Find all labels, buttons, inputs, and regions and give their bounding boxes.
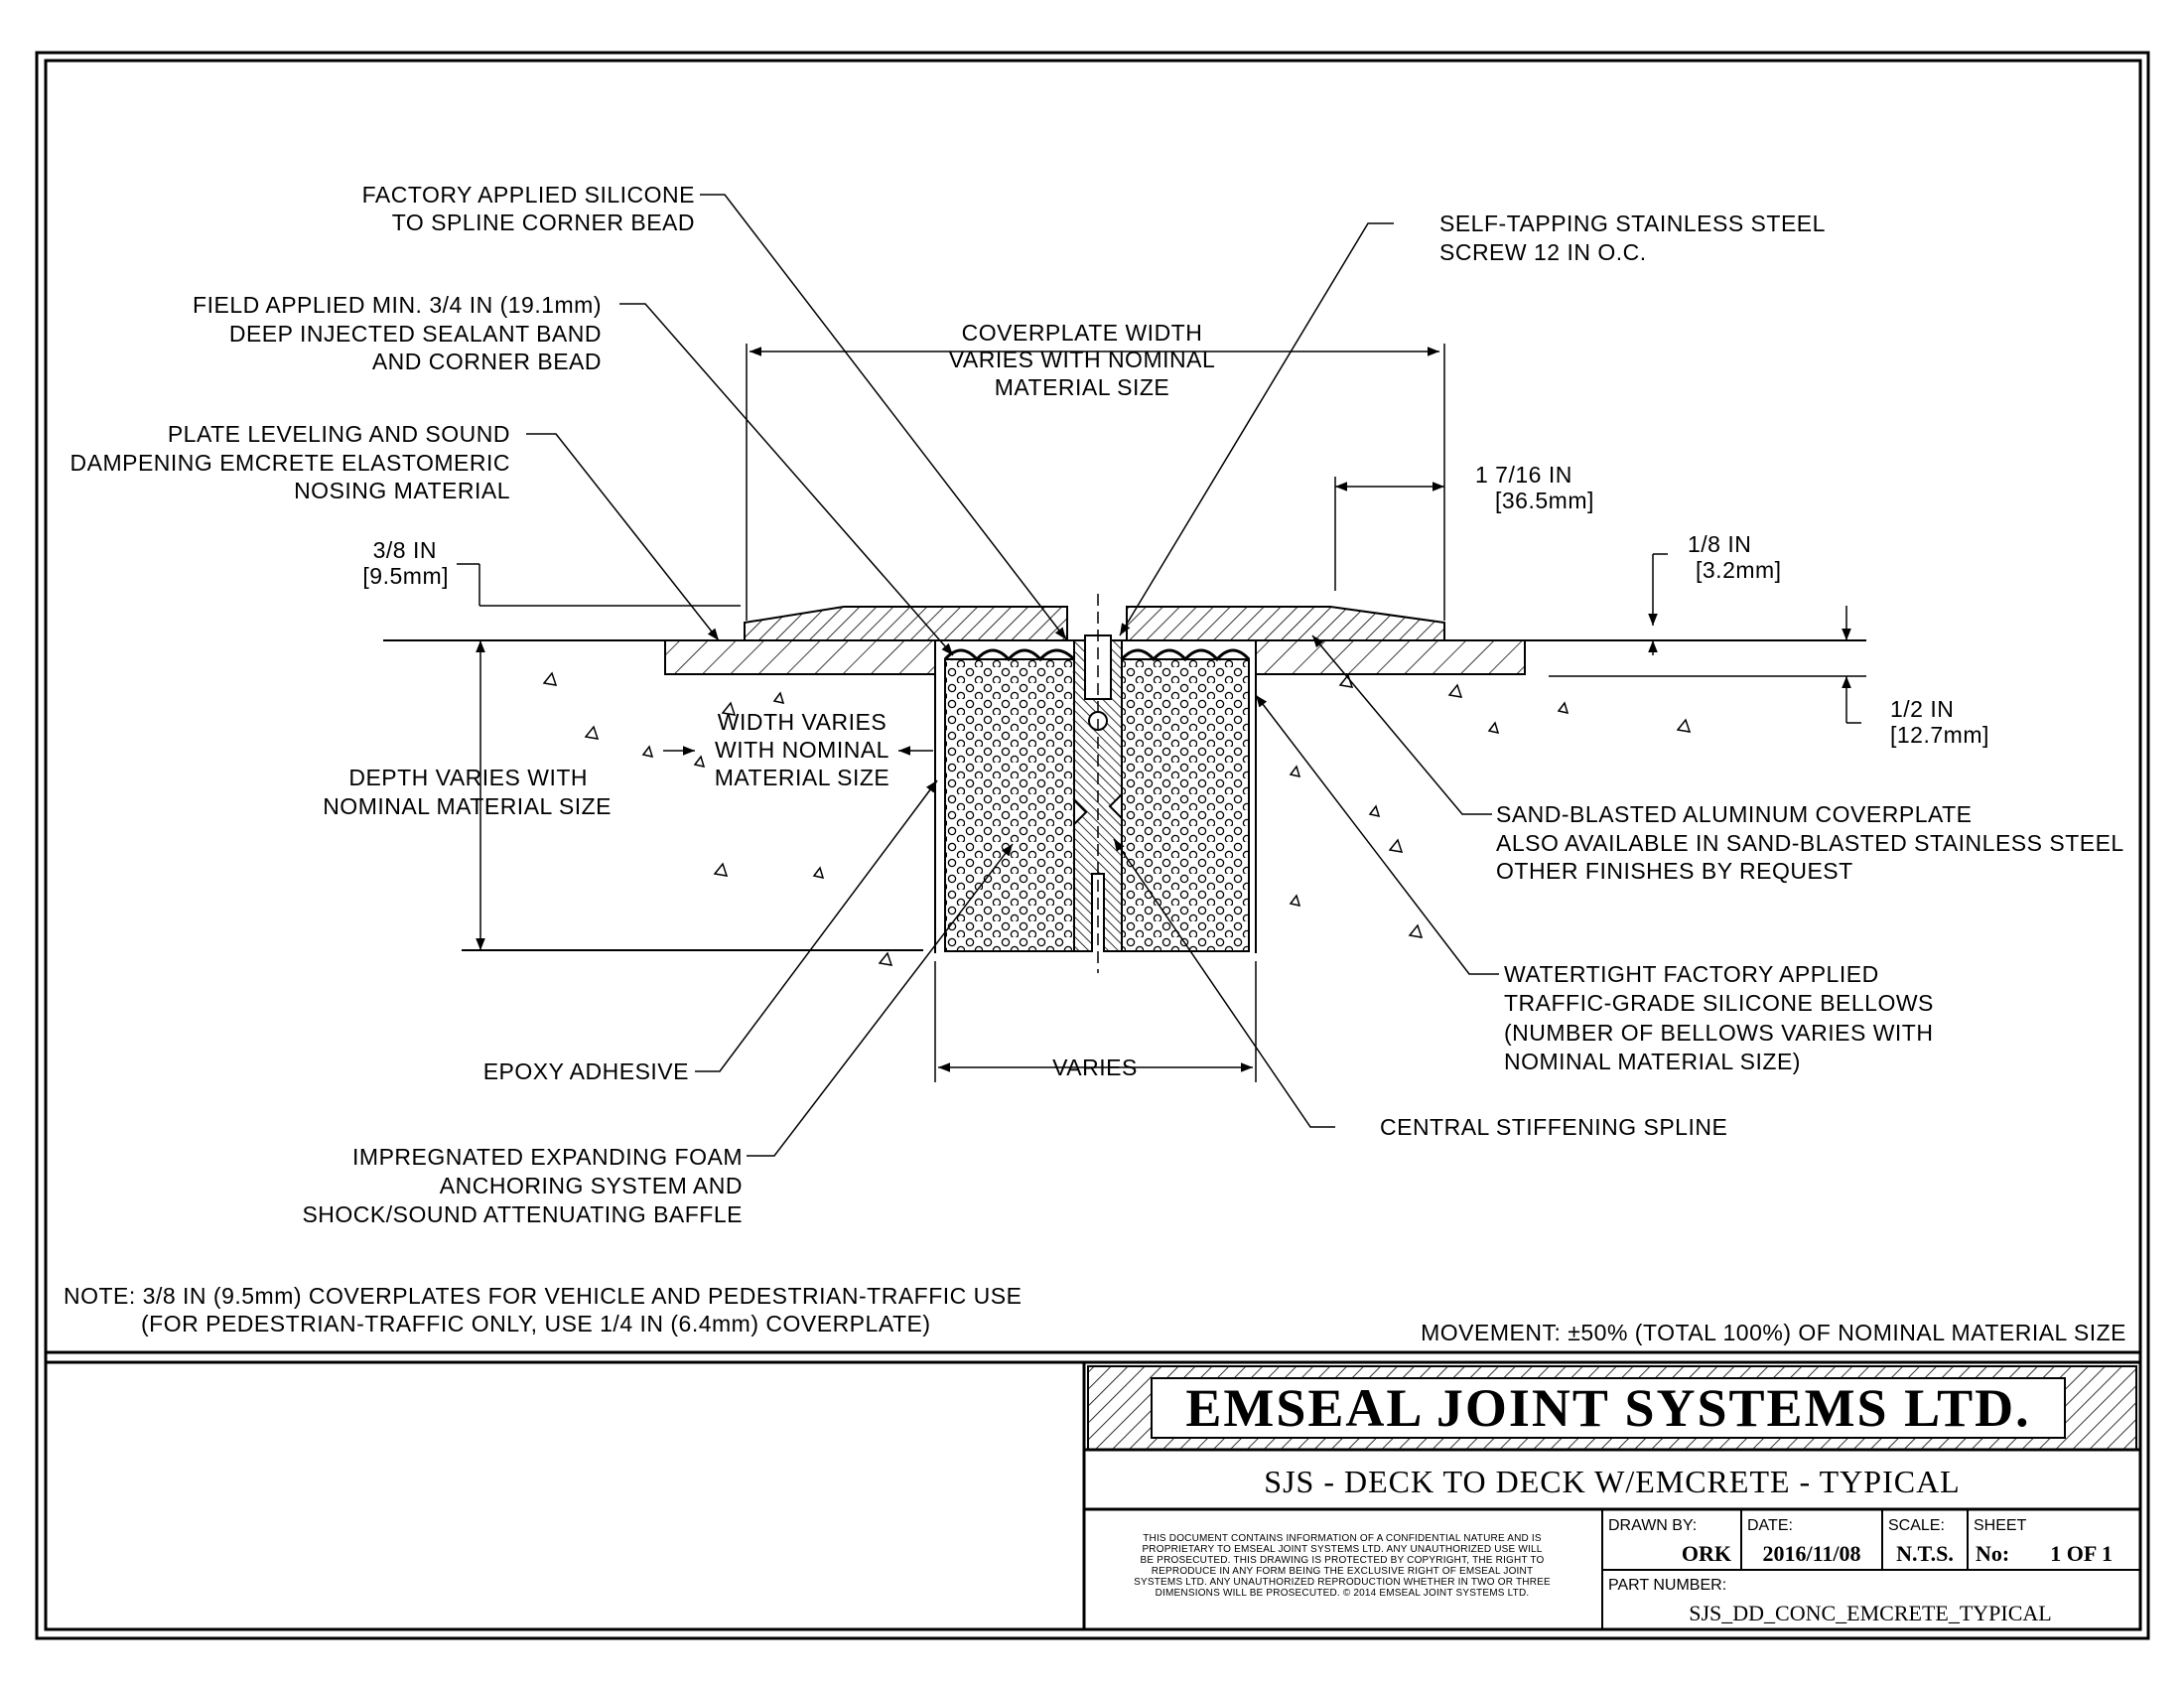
label-coverplate-material-3: OTHER FINISHES BY REQUEST — [1496, 858, 1853, 884]
foam-body — [943, 648, 1251, 952]
label-field-sealant-3: AND CORNER BEAD — [372, 349, 602, 374]
part-number-label: PART NUMBER: — [1608, 1577, 1726, 1594]
label-coverplate-width-2: VARIES WITH NOMINAL — [949, 347, 1216, 372]
label-foam-3: SHOCK/SOUND ATTENUATING BAFFLE — [302, 1201, 743, 1227]
label-plate-leveling-3: NOSING MATERIAL — [294, 478, 510, 503]
disclaimer-2: PROPRIETARY TO EMSEAL JOINT SYSTEMS LTD.… — [1142, 1544, 1542, 1555]
label-one-7-16-mm: [36.5mm] — [1495, 488, 1594, 513]
disclaimer-4: REPRODUCE IN ANY FORM BEING THE EXCLUSIV… — [1152, 1566, 1534, 1577]
label-foam-2: ANCHORING SYSTEM AND — [440, 1173, 743, 1198]
emcrete-nosing-right — [1255, 639, 1526, 675]
note-line-1: NOTE: 3/8 IN (9.5mm) COVERPLATES FOR VEH… — [64, 1283, 1022, 1309]
note-line-2: (FOR PEDESTRIAN-TRAFFIC ONLY, USE 1/4 IN… — [141, 1311, 931, 1336]
label-screw-2: SCREW 12 IN O.C. — [1439, 239, 1647, 265]
disclaimer-6: DIMENSIONS WILL BE PROSECUTED. © 2014 EM… — [1156, 1588, 1530, 1599]
label-coverplate-material: SAND-BLASTED ALUMINUM COVERPLATE — [1496, 801, 1973, 827]
silicone-bellows — [943, 648, 1251, 662]
emcrete-nosing-left — [664, 639, 936, 675]
label-depth-varies: DEPTH VARIES WITH — [348, 765, 588, 790]
label-epoxy: EPOXY ADHESIVE — [483, 1058, 689, 1084]
aggregate-marks — [542, 671, 1692, 966]
label-width-varies-3: MATERIAL SIZE — [715, 765, 889, 790]
label-three-eighths-mm: [9.5mm] — [362, 563, 449, 589]
sheet-no-label: No: — [1976, 1541, 2009, 1566]
label-width-varies: WIDTH VARIES — [718, 709, 887, 735]
drawn-by-value: ORK — [1682, 1541, 1731, 1566]
title-block: EMSEAL JOINT SYSTEMS LTD. SJS - DECK TO … — [1082, 1360, 2142, 1631]
label-bellows-2: TRAFFIC-GRADE SILICONE BELLOWS — [1504, 990, 1934, 1016]
label-one-eighth-mm: [3.2mm] — [1696, 557, 1782, 583]
drawing-title: SJS - DECK TO DECK W/EMCRETE - TYPICAL — [1264, 1464, 1960, 1499]
label-three-eighths: 3/8 IN — [373, 537, 437, 563]
disclaimer-5: SYSTEMS LTD. ANY UNAUTHORIZED REPRODUCTI… — [1134, 1577, 1551, 1588]
company-name: EMSEAL JOINT SYSTEMS LTD. — [1185, 1378, 2030, 1438]
label-depth-varies-2: NOMINAL MATERIAL SIZE — [323, 793, 612, 819]
dimensions — [457, 344, 1866, 1082]
label-coverplate-width-3: MATERIAL SIZE — [995, 374, 1169, 400]
date-label: DATE: — [1747, 1517, 1793, 1534]
movement-note: MOVEMENT: ±50% (TOTAL 100%) OF NOMINAL M… — [1421, 1320, 2126, 1345]
label-field-sealant-2: DEEP INJECTED SEALANT BAND — [229, 321, 602, 347]
leaders — [526, 194, 1499, 1157]
drawn-by-label: DRAWN BY: — [1608, 1517, 1697, 1534]
label-foam: IMPREGNATED EXPANDING FOAM — [352, 1144, 743, 1170]
label-one-7-16: 1 7/16 IN — [1475, 462, 1572, 488]
label-one-half-mm: [12.7mm] — [1890, 722, 1989, 748]
label-bellows-3: (NUMBER OF BELLOWS VARIES WITH — [1504, 1020, 1933, 1046]
scale-label: SCALE: — [1888, 1517, 1945, 1534]
concrete-deck — [383, 639, 1866, 966]
label-field-sealant: FIELD APPLIED MIN. 3/4 IN (19.1mm) — [193, 292, 602, 318]
label-one-half: 1/2 IN — [1890, 696, 1954, 722]
label-width-varies-2: WITH NOMINAL — [715, 737, 889, 763]
label-varies: VARIES — [1052, 1055, 1138, 1080]
disclaimer-3: BE PROSECUTED. THIS DRAWING IS PROTECTED… — [1141, 1555, 1545, 1566]
part-number-value: SJS_DD_CONC_EMCRETE_TYPICAL — [1689, 1601, 2051, 1625]
sheet-value: 1 OF 1 — [2050, 1541, 2113, 1566]
disclaimer-1: THIS DOCUMENT CONTAINS INFORMATION OF A … — [1143, 1533, 1542, 1544]
label-bellows-4: NOMINAL MATERIAL SIZE) — [1504, 1049, 1801, 1074]
sheet-label: SHEET — [1974, 1517, 2027, 1534]
label-plate-leveling: PLATE LEVELING AND SOUND — [168, 421, 510, 447]
label-spline: CENTRAL STIFFENING SPLINE — [1380, 1114, 1727, 1140]
label-bellows: WATERTIGHT FACTORY APPLIED — [1504, 961, 1879, 987]
label-factory-silicone-2: TO SPLINE CORNER BEAD — [392, 210, 695, 235]
label-plate-leveling-2: DAMPENING EMCRETE ELASTOMERIC — [70, 450, 510, 476]
date-value: 2016/11/08 — [1762, 1541, 1860, 1566]
label-one-eighth: 1/8 IN — [1688, 531, 1751, 557]
label-factory-silicone: FACTORY APPLIED SILICONE — [362, 182, 695, 208]
label-screw: SELF-TAPPING STAINLESS STEEL — [1439, 211, 1826, 236]
label-coverplate-material-2: ALSO AVAILABLE IN SAND-BLASTED STAINLESS… — [1496, 830, 2124, 856]
scale-value: N.T.S. — [1896, 1541, 1954, 1566]
label-coverplate-width: COVERPLATE WIDTH — [962, 320, 1203, 346]
